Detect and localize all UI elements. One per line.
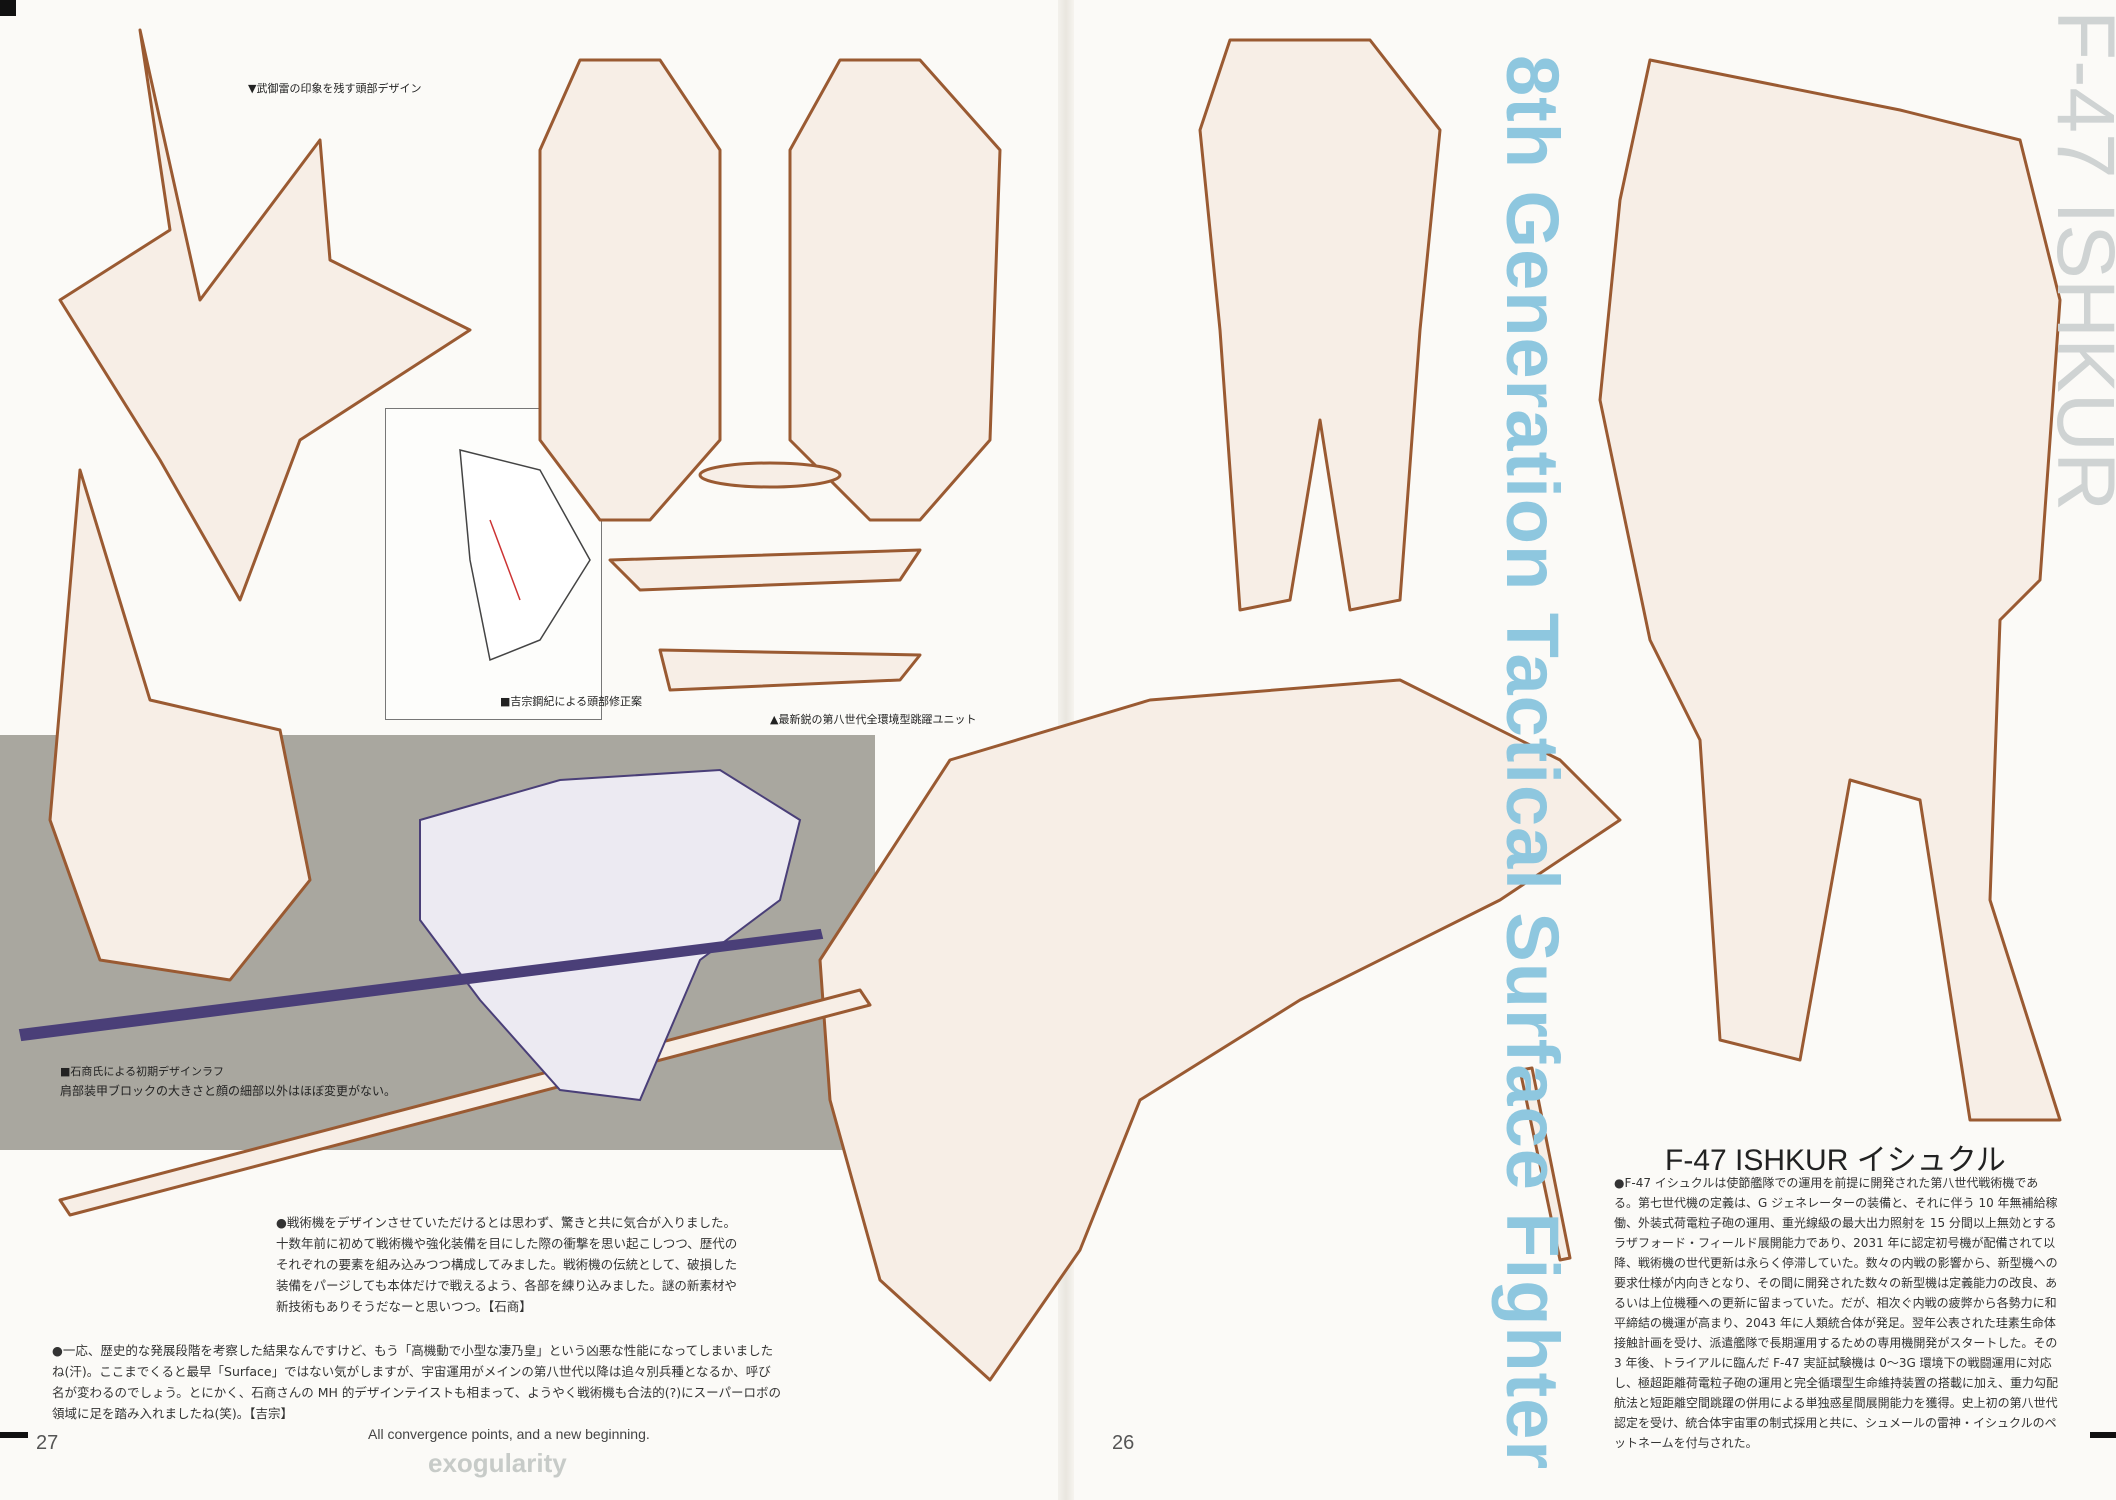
page-number-left: 27 — [36, 1432, 59, 1454]
top-view-illustration — [538, 58, 722, 522]
caption-rough-note: 肩部装甲ブロックの大きさと顔の細部以外はほぼ変更がない。 — [60, 1084, 397, 1098]
vertical-subtitle: 8th Generation Tactical Surface Fighter — [1491, 55, 1574, 1471]
rough-design-sword — [18, 928, 824, 1042]
registration-mark — [0, 0, 16, 16]
mech-description: ●F-47 イシュクルは使節艦隊での運用を前提に開発された第八世代戦術機である。… — [1614, 1176, 2059, 1450]
sword-illustration — [58, 988, 872, 1217]
rough-design-mech-illustration — [419, 768, 802, 1102]
comment-yoshimune: ●一応、歴史的な発展段階を考察した結果なんですけど、もう「高機動で小型な凄乃皇」… — [52, 1343, 782, 1421]
caption-head-design: ▼武御雷の印象を残す頭部デザイン — [248, 82, 422, 95]
caption-head-revision: ■吉宗鋼紀による頭部修正案 — [500, 695, 643, 708]
mech-main-illustration — [1598, 58, 2062, 1122]
jump-unit-top — [698, 461, 842, 489]
registration-mark — [0, 1432, 28, 1438]
caption-rough-title: ■石商氏による初期デザインラフ — [60, 1065, 225, 1078]
mech-title: F-47 ISHKUR イシュクル — [1665, 1144, 2006, 1177]
head-revision-sketch — [459, 449, 591, 662]
page-number-right: 26 — [1112, 1432, 1135, 1454]
caption-jump-unit: ▲最新鋭の第八世代全環境型跳躍ユニット — [770, 713, 977, 726]
brand-logo: exogularity — [428, 1448, 567, 1478]
head-design-illustration — [58, 28, 472, 602]
mech-flying-illustration — [818, 678, 1622, 1382]
jump-unit-front — [658, 648, 922, 692]
comment-ishisho: ●戦術機をデザインさせていただけるとは思わず、驚きと共に気合が入りました。十数年… — [276, 1215, 738, 1314]
mech-front-view-illustration — [1198, 38, 1442, 612]
rifle-illustration — [1518, 1066, 1572, 1262]
tagline: All convergence points, and a new beginn… — [368, 1426, 650, 1442]
back-view-illustration — [788, 58, 1002, 522]
vertical-title: F-47 ISHKUR — [2040, 10, 2116, 512]
head-design-illustration-2 — [48, 468, 312, 982]
jump-unit-side — [608, 548, 922, 592]
registration-mark — [2090, 1432, 2116, 1438]
